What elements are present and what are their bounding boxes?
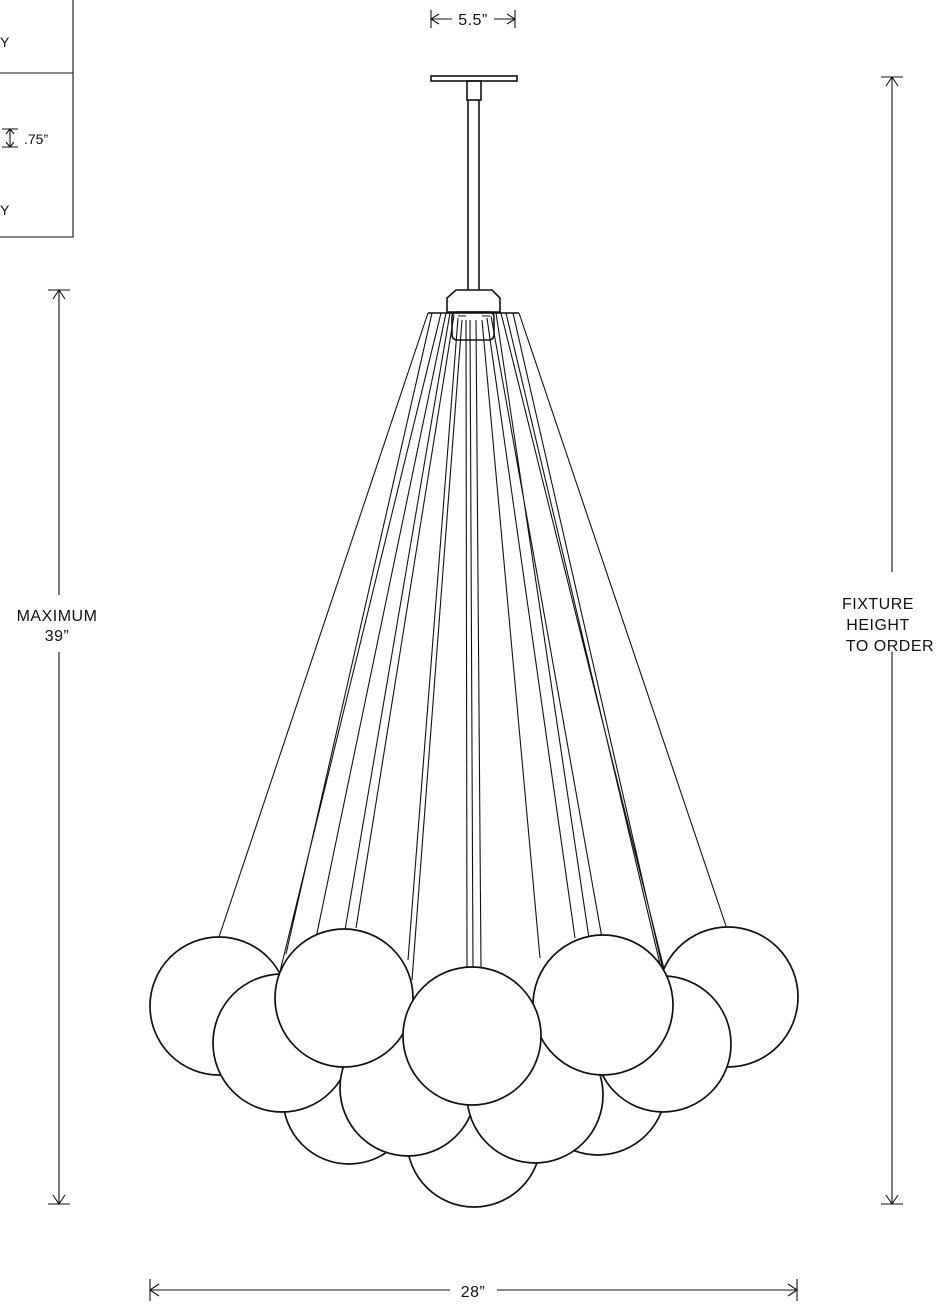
globe [532,934,674,1076]
globe [274,928,414,1068]
fixture-height-line3: TO ORDER [846,638,934,655]
width-label: 28” [461,1284,486,1301]
inset-detail: Y Y .75” [0,0,74,238]
globes [149,926,799,1208]
maximum-height-dimension: MAXIMUM 39” [17,289,98,1205]
thickness-dimension-icon [2,128,18,148]
canopy [430,75,518,101]
maximum-value: 39” [45,628,70,645]
fixture-height-line1: FIXTURE [842,596,914,613]
globe [402,966,542,1106]
pendant-cords [218,312,727,993]
canopy-width-label: 5.5” [458,12,488,29]
fixture-height-line2: HEIGHT [846,617,909,634]
canopy-width-dimension: 5.5” [429,10,517,29]
inset-label-bottom: Y [0,202,10,218]
thickness-label: .75” [24,131,48,147]
overall-width-dimension: 28” [149,1279,798,1301]
stem [467,100,480,290]
fixture-height-dimension: FIXTURE HEIGHT TO ORDER [842,76,934,1205]
maximum-label: MAXIMUM [17,608,98,625]
inset-label-top: Y [0,34,10,50]
